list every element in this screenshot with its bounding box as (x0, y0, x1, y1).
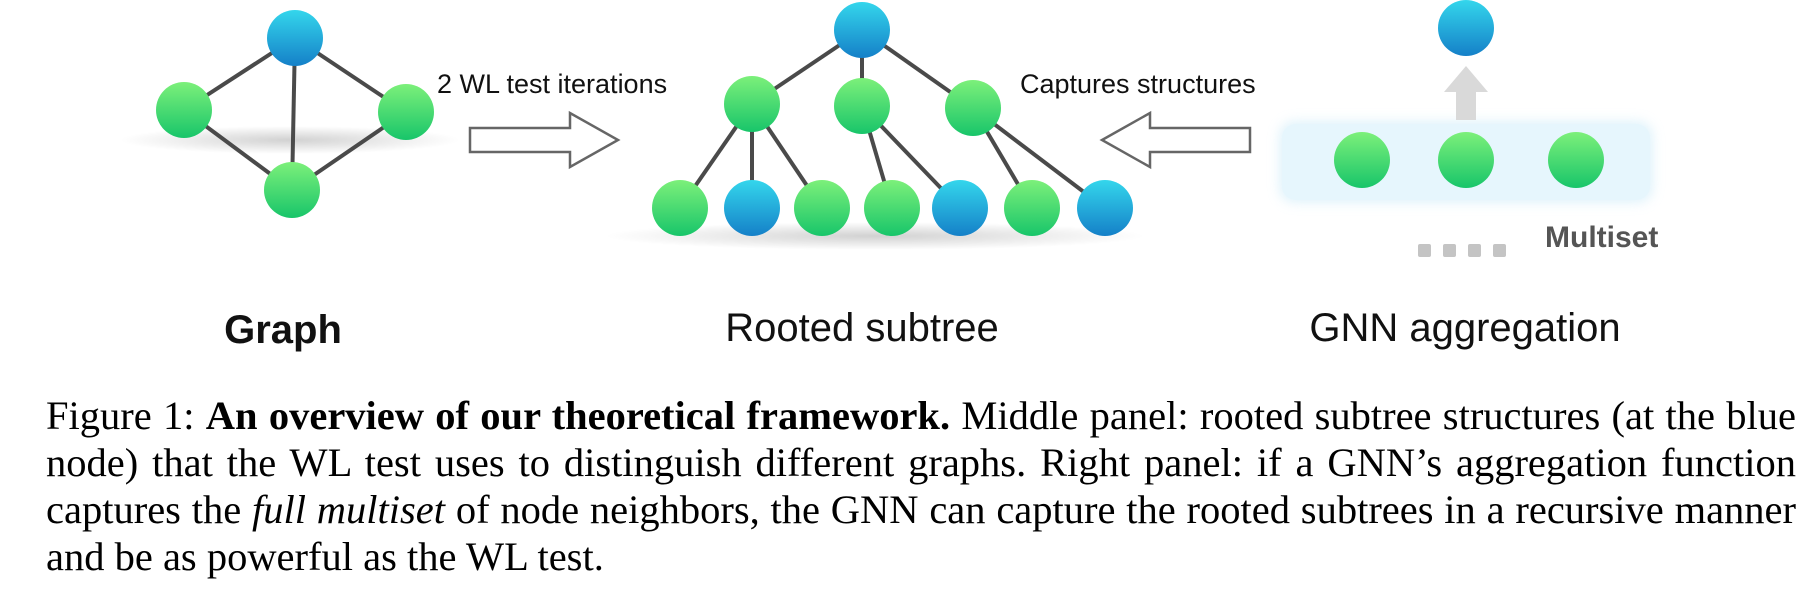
subtree-leaf-green (1004, 180, 1060, 236)
right-arrow-icon (468, 110, 621, 170)
multiset-ellipsis-icon (1418, 244, 1506, 257)
subtree-leaf-blue (724, 180, 780, 236)
caption-bold-title: An overview of our theoretical framework… (205, 393, 951, 438)
arrow-label-wl: 2 WL test iterations (437, 69, 667, 99)
caption-text-2: of node neighbors, the GNN can capture t… (46, 487, 1797, 579)
figure-caption: Figure 1: An overview of our theoretical… (46, 392, 1796, 580)
panel-title-subtree: Rooted subtree (725, 306, 999, 350)
subtree-panel (605, 2, 1145, 250)
up-arrow-icon (1444, 66, 1488, 120)
subtree-leaf-blue (932, 180, 988, 236)
graph-node-blue (267, 10, 323, 66)
subtree-node-green (945, 80, 1001, 136)
multiset-node-green (1548, 132, 1604, 188)
subtree-leaf-green (794, 180, 850, 236)
caption-text-1: Middle panel: rooted subtree structures … (46, 393, 1796, 532)
subtree-leaf-blue (1077, 180, 1133, 236)
gnn-target-node-blue (1438, 0, 1494, 56)
panel-title-gnn: GNN aggregation (1309, 306, 1620, 350)
subtree-leaf-green (864, 180, 920, 236)
panel-title-graph: Graph (224, 308, 342, 352)
multiset-node-green (1438, 132, 1494, 188)
subtree-root-node-blue (834, 2, 890, 58)
graph-node-green (156, 82, 212, 138)
left-arrow-icon (1099, 110, 1252, 170)
graph-node-green (378, 84, 434, 140)
multiset-node-green (1334, 132, 1390, 188)
caption-italic: full multiset (252, 487, 446, 532)
graph-panel (120, 10, 460, 218)
caption-label: Figure 1: (46, 393, 195, 438)
gnn-panel: Multiset (1280, 0, 1658, 257)
subtree-node-green (834, 78, 890, 134)
figure-illustration: 2 WL test iterations Captures structures (120, 0, 1658, 352)
graph-node-green (264, 162, 320, 218)
arrow-label-captures: Captures structures (1020, 69, 1256, 99)
multiset-label: Multiset (1545, 221, 1658, 254)
subtree-leaf-green (652, 180, 708, 236)
subtree-node-green (724, 76, 780, 132)
